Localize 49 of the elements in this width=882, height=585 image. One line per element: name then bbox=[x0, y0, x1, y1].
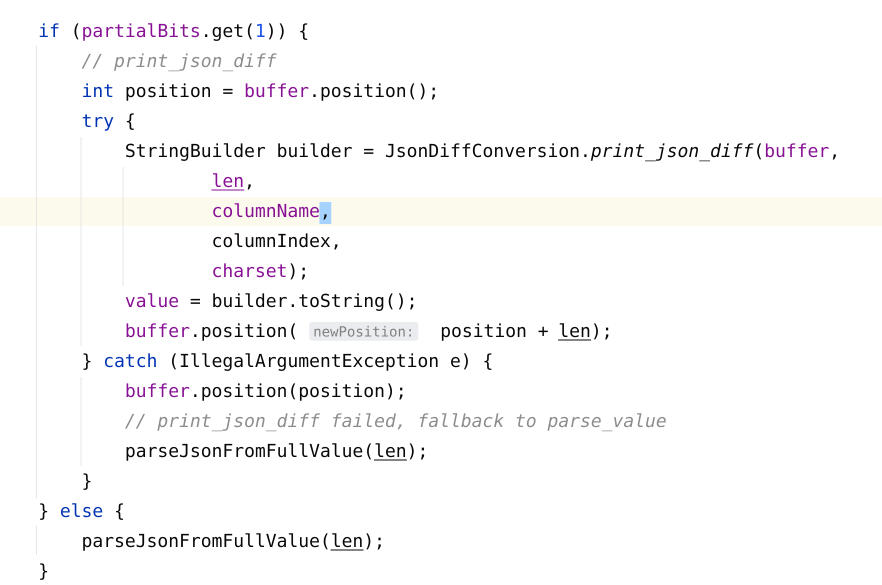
code-text: position = bbox=[126, 83, 232, 101]
code-text: { bbox=[126, 113, 134, 130]
field-name: buffer bbox=[766, 143, 829, 158]
code-text: (IllegalArgumentException e) { bbox=[172, 353, 492, 371]
code-text: ( bbox=[74, 23, 78, 40]
code-text: .get( bbox=[205, 23, 252, 41]
code-text: parseJsonFromFullValue( bbox=[83, 533, 328, 551]
code-text: } bbox=[84, 353, 90, 370]
field-name: columnName bbox=[213, 203, 319, 218]
code-text: } bbox=[40, 503, 48, 520]
field-name: buffer bbox=[126, 323, 190, 338]
code-text: } bbox=[84, 473, 90, 490]
keyword: int bbox=[83, 83, 112, 97]
code-text: } bbox=[40, 563, 48, 580]
code-text: ); bbox=[594, 323, 608, 340]
field-name: partialBits bbox=[83, 23, 199, 41]
code-text: , bbox=[832, 154, 836, 160]
code-text: )) { bbox=[268, 23, 308, 40]
field-name: len bbox=[210, 173, 245, 190]
number-literal: 1 bbox=[257, 24, 265, 37]
code-text: position + bbox=[442, 323, 548, 341]
code-text: columnIndex, bbox=[213, 233, 338, 250]
code-text: { bbox=[116, 503, 123, 520]
keyword: if bbox=[40, 23, 58, 37]
code-text: len bbox=[558, 323, 592, 340]
code-text: .position( bbox=[194, 323, 296, 341]
field-name: buffer bbox=[246, 83, 308, 98]
keyword: try bbox=[82, 114, 114, 131]
code-comment: // print_json_diff failed, fallback to parse_value bbox=[125, 413, 666, 432]
field-name: value bbox=[126, 293, 178, 308]
code-text: ); bbox=[290, 263, 305, 280]
code-text: ( bbox=[757, 143, 762, 160]
keyword: else bbox=[60, 503, 102, 518]
field-name: buffer bbox=[126, 383, 190, 398]
keyword: catch bbox=[104, 353, 156, 368]
code-comment: // print_json_diff bbox=[82, 53, 277, 72]
parameter-hint: newPosition: bbox=[309, 322, 418, 341]
code-text: , bbox=[248, 184, 251, 190]
code-text: len bbox=[330, 533, 364, 550]
field-name: charset bbox=[213, 263, 286, 278]
code-text: ); bbox=[366, 533, 381, 550]
code-text: .position(); bbox=[313, 83, 435, 101]
method-name: print_json_diff bbox=[590, 143, 754, 162]
code-text: parseJsonFromFullValue( bbox=[126, 443, 372, 461]
code-text: len bbox=[373, 443, 408, 460]
code-text: .position(position); bbox=[194, 383, 402, 401]
code-text: = builder.toString(); bbox=[190, 293, 414, 311]
code-text: ); bbox=[410, 443, 424, 460]
code-text: StringBuilder builder = JsonDiffConversion. bbox=[126, 143, 587, 161]
